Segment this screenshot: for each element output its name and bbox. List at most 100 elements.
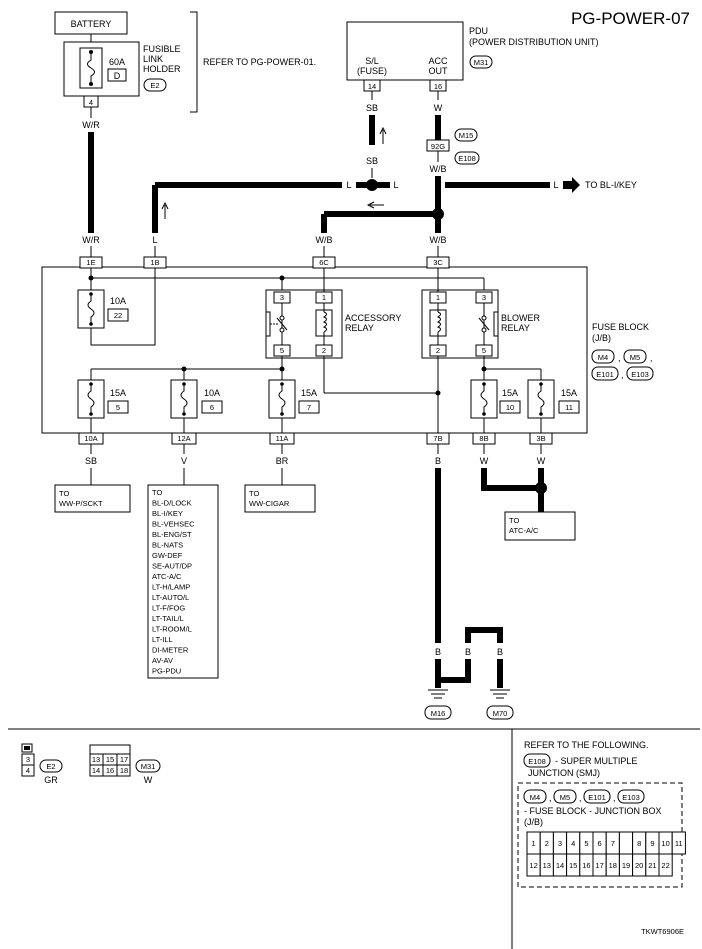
to-ww-cigar-to: TO [249, 489, 259, 498]
grid-pin: 1 [532, 839, 536, 848]
pin-1b: 1B [150, 258, 159, 267]
wire-label-w-3b: W [537, 456, 546, 466]
refer-pg-power-01: REFER TO PG-POWER-01. [203, 57, 316, 67]
grid-cell [671, 831, 686, 855]
refer-fb-m4: M4 [530, 793, 540, 802]
grid-pin: 11 [675, 839, 683, 848]
arrow-up-icon [379, 126, 387, 144]
ground-icon-m70 [490, 689, 510, 699]
m31-pin-13: 13 [92, 755, 100, 764]
destination-item: BL-I/KEY [152, 509, 183, 518]
grid-pin: 19 [622, 861, 630, 870]
wire-label-sb-upper: SB [366, 103, 378, 113]
destination-item: ATC-A/C [152, 572, 182, 581]
acc-relay-pin-2: 2 [322, 346, 326, 355]
fuse-block-bottom-pins: 10A 12A 11A 7B 8B 3B [78, 432, 553, 445]
to-bl-ikey: TO BL-I/KEY [585, 180, 637, 190]
grid-pin: 12 [529, 861, 537, 870]
pdu-sl-label: S/L [365, 56, 379, 66]
wire-label-l-right: L [553, 180, 558, 190]
to-atc-ac-box [504, 511, 576, 541]
fusible-link-label-3: HOLDER [143, 64, 181, 74]
grid-pin: 4 [571, 839, 575, 848]
wire-label-w-acc: W [434, 103, 443, 113]
pdu-connector: M31 [474, 58, 489, 67]
fuse-22-amp: 10A [110, 296, 126, 306]
grid-pin: 10 [661, 839, 669, 848]
fb-conn-e101: E101 [596, 370, 614, 379]
grid-pin: 20 [635, 861, 643, 870]
accessory-relay-label: ACCESSORY [345, 313, 401, 323]
pdu-sl-label-2: (FUSE) [357, 66, 387, 76]
fuse-block-label: FUSE BLOCK [592, 322, 649, 332]
destination-item: TO [152, 488, 162, 497]
blower-relay-coil-icon [436, 311, 441, 333]
destination-item: BL-D/LOCK [152, 499, 192, 508]
pin-7b: 7B [433, 434, 442, 443]
legend-m31-conn: M31 [141, 762, 156, 771]
refer-fb-m5: M5 [560, 793, 570, 802]
ground-m70-label: M70 [493, 709, 508, 718]
grid-pin: 8 [637, 839, 641, 848]
pdu-title: PDU [469, 26, 488, 36]
acc-relay-pin-3: 3 [280, 293, 284, 302]
wire-label-br-11a: BR [276, 456, 289, 466]
fuse-6-num: 6 [210, 403, 214, 412]
wire-label-wr-1e: W/R [82, 235, 100, 245]
pdu-sl-pin: 14 [368, 82, 376, 91]
accessory-relay-label-2: RELAY [345, 323, 374, 333]
grid-pin: 13 [543, 861, 551, 870]
grid-pin: 3 [558, 839, 562, 848]
to-ww-psckt-box [54, 484, 131, 513]
to-atc-ac-to: TO [509, 516, 519, 525]
destination-item: BL-VEHSEC [152, 520, 195, 529]
arrow-up-icon-2 [161, 201, 169, 219]
grid-pin: 15 [569, 861, 577, 870]
battery-label: BATTERY [71, 19, 112, 29]
destination-item: BL-ENG/ST [152, 530, 192, 539]
destination-item: LT-F/FOG [152, 604, 185, 613]
connector-m31-legend: 13 15 17 14 16 18 M31 W [89, 744, 161, 785]
refer-smj-conn: E108 [528, 757, 546, 766]
wire-label-wr-top: W/R [82, 120, 100, 130]
grid-pin: 5 [584, 839, 588, 848]
svg-text:,: , [613, 793, 616, 803]
pdu-acc-pin: 16 [434, 82, 442, 91]
m31-pin-18: 18 [120, 766, 128, 775]
fb-conn-e103: E103 [631, 370, 649, 379]
svg-text:,: , [650, 353, 653, 363]
grid-pin: 9 [650, 839, 654, 848]
legend-e2-color: GR [44, 775, 58, 785]
fuse-22-num: 22 [114, 311, 122, 320]
destination-item: DI-METER [152, 646, 189, 655]
pin-11a: 11A [276, 434, 289, 443]
wire-label-wb-6c: W/B [316, 235, 333, 245]
m31-pin-15: 15 [106, 755, 114, 764]
destination-item: LT-TAIL/L [152, 614, 184, 623]
refer-fb-text: - FUSE BLOCK - JUNCTION BOX [524, 806, 662, 816]
grid-pin: 16 [582, 861, 590, 870]
m31-pin-16: 16 [106, 766, 114, 775]
wire-label-b-ground-3: B [497, 647, 503, 657]
fuse-block-top-pins: 1E 1B 6C 3C [79, 256, 450, 269]
destination-item: LT-AUTO/L [152, 593, 189, 602]
fusible-link-id: D [114, 71, 121, 81]
pdu-subtitle: (POWER DISTRIBUTION UNIT) [469, 37, 599, 47]
destination-item: PG-PDU [152, 667, 181, 676]
refer-smj-text: - SUPER MULTIPLE [555, 756, 637, 766]
wire-label-sb-lower: SB [366, 156, 378, 166]
svg-text:,: , [579, 793, 582, 803]
fuse-11-amp: 15A [561, 388, 577, 398]
joint-pin: 92G [431, 142, 445, 151]
fb-conn-m4: M4 [598, 353, 608, 362]
arrow-left-icon [366, 201, 384, 209]
wire-label-b-7b: B [435, 456, 441, 466]
acc-relay-pin-1: 1 [322, 293, 326, 302]
fuse-10-amp: 15A [502, 388, 518, 398]
fuse-7: 15A 7 [268, 379, 320, 419]
grid-pin: 18 [609, 861, 617, 870]
pin-8b: 8B [479, 434, 488, 443]
pin-3c: 3C [433, 258, 443, 267]
fuse-symbol-icon [87, 52, 95, 84]
